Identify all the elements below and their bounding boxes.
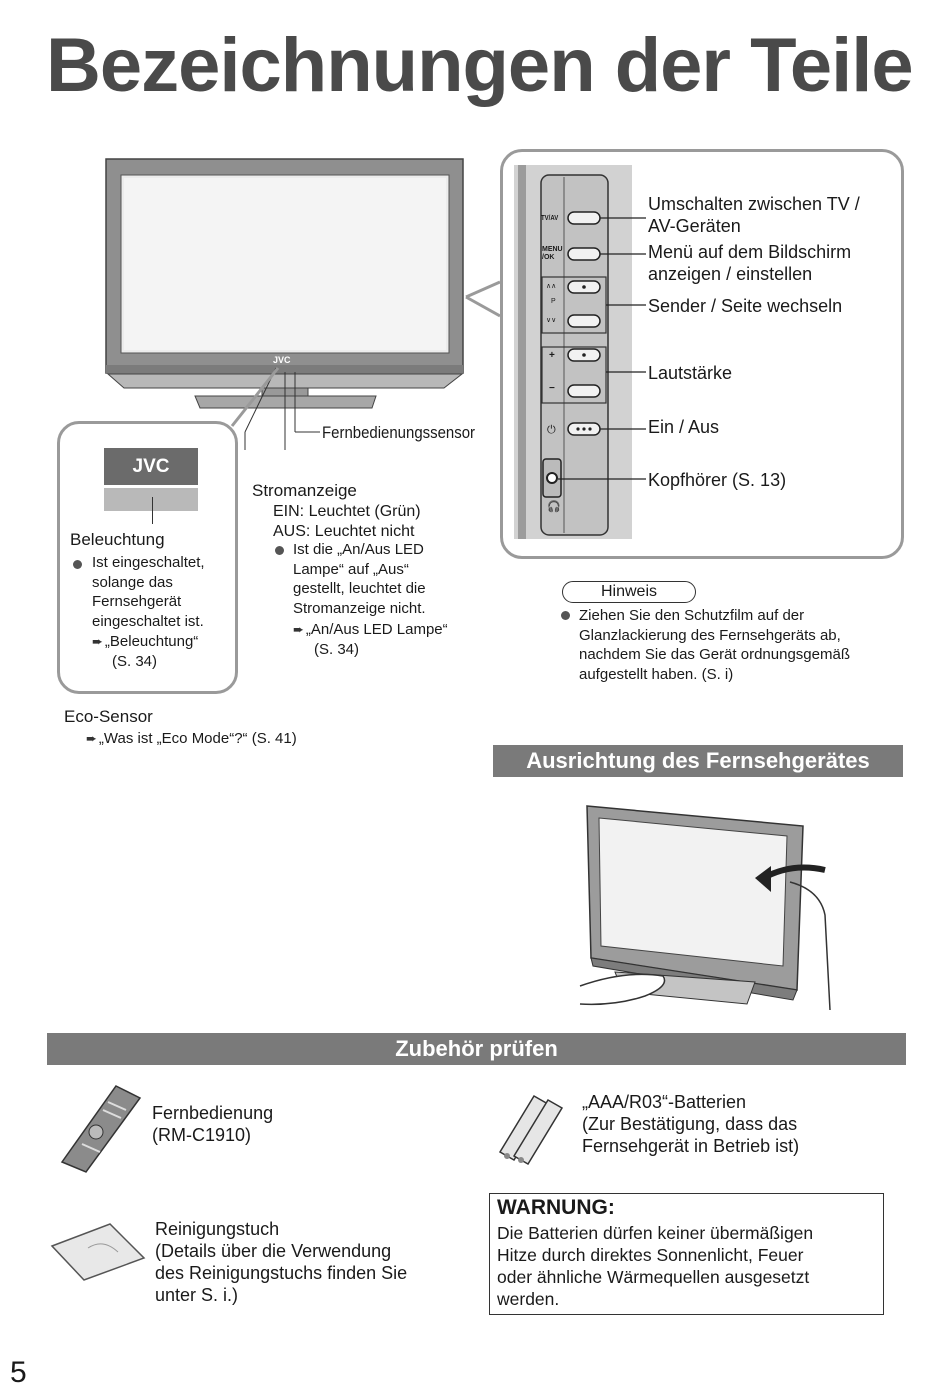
batteries-label-line: Fernsehgerät in Betrieb ist) [582, 1136, 800, 1156]
cloth-label-line: Reinigungstuch [155, 1219, 280, 1239]
power-indicator-ref: ➨„An/Aus LED Lampe“ (S. 34) [293, 620, 448, 659]
lighting-callout: JVC Beleuchtung Ist eingeschaltet, solan… [57, 421, 238, 694]
warning-line: werden. [497, 1289, 560, 1309]
p-up-label: ∧∧ [546, 283, 557, 290]
lighting-desc-line: Fernsehgerät [92, 593, 182, 610]
lighting-leader [152, 497, 153, 524]
bullet-icon [73, 560, 82, 569]
remote-sensor-label: Fernbedienungssensor [322, 423, 476, 442]
arrow-right-icon: ➨ [86, 731, 97, 746]
lighting-desc-line: Ist eingeschaltet, [92, 554, 205, 571]
lighting-ref: ➨„Beleuchtung“ (S. 34) [92, 632, 198, 671]
power-desc-line: Stromanzeige nicht. [293, 599, 426, 617]
batteries-label: „AAA/R03“-Batterien (Zur Bestätigung, da… [582, 1091, 799, 1157]
lighting-strip [104, 488, 198, 511]
cloth-label: Reinigungstuch (Details über die Verwend… [155, 1218, 407, 1306]
warning-text: Die Batterien dürfen keiner übermäßigen … [497, 1222, 876, 1310]
tvav-callout: Umschalten zwischen TV / AV-Geräten [648, 193, 860, 237]
vol-down-label: − [549, 383, 555, 394]
p-label: P [551, 298, 556, 305]
arrow-right-icon: ➨ [293, 622, 304, 637]
bullet-icon [561, 611, 570, 620]
warning-line: oder ähnliche Wärmequellen ausgesetzt [497, 1267, 810, 1287]
power-off-state: AUS: Leuchtet nicht [273, 523, 415, 540]
page-title: Bezeichnungen der Teile [46, 23, 914, 108]
headphone-callout: Kopfhörer (S. 13) [648, 470, 787, 490]
note-line: Glanzlackierung des Fernsehgeräts ab, [579, 626, 841, 644]
warning-title: WARNUNG: [497, 1196, 615, 1219]
remote-control-illustration [60, 1085, 142, 1173]
remote-label-line: Fernbedienung [152, 1103, 274, 1123]
arrow-right-icon: ➨ [92, 634, 103, 649]
warning-line: Hitze durch direktes Sonnenlicht, Feuer [497, 1245, 804, 1265]
lighting-ref-page: (S. 34) [112, 652, 158, 670]
lighting-ref-text: „Beleuchtung“ [104, 633, 199, 650]
accessories-section-title: Zubehör prüfen [47, 1033, 906, 1065]
batteries-label-line: (Zur Bestätigung, dass das [582, 1114, 798, 1134]
power-indicator-heading: Stromanzeige [252, 481, 357, 500]
eco-sensor-ref: ➨„Was ist „Eco Mode“?“ (S. 41) [86, 729, 297, 749]
warning-line: Die Batterien dürfen keiner übermäßigen [497, 1223, 814, 1243]
channel-callout: Sender / Seite wechseln [648, 296, 843, 316]
lighting-logo-text: JVC [132, 456, 170, 477]
p-down-label: ∨∨ [546, 317, 557, 324]
power-icon: ⏻ [547, 424, 556, 436]
tv-brand-logo: JVC [273, 355, 291, 365]
tvav-callout-line: AV-Geräten [648, 216, 741, 236]
remote-label: Fernbedienung (RM-C1910) [152, 1102, 273, 1146]
page-number: 5 [10, 1356, 27, 1389]
eco-sensor-ref-text: „Was ist „Eco Mode“?“ (S. 41) [98, 730, 297, 747]
menu-button-label: MENU /OK [542, 246, 563, 261]
cloth-label-line: (Details über die Verwendung [155, 1241, 392, 1261]
note-line: Ziehen Sie den Schutzfilm auf der [579, 607, 805, 624]
bullet-icon [275, 546, 284, 555]
eco-sensor-heading: Eco-Sensor [64, 707, 153, 726]
lighting-desc-line: solange das [92, 573, 173, 591]
volume-callout: Lautstärke [648, 363, 733, 383]
power-desc-line: Lampe“ auf „Aus“ [293, 560, 409, 578]
cloth-label-line: unter S. i.) [155, 1285, 239, 1305]
power-on-state: EIN: Leuchtet (Grün) [273, 503, 421, 520]
power-ref-text: „An/Aus LED Lampe“ [305, 621, 448, 638]
menu-callout: Menü auf dem Bildschirm anzeigen / einst… [648, 241, 851, 285]
headphone-icon: 🎧 [547, 501, 561, 513]
warning-box: WARNUNG: Die Batterien dürfen keiner übe… [489, 1193, 884, 1315]
orientation-section-title: Ausrichtung des Fernsehgerätes [493, 745, 903, 777]
lighting-desc: Ist eingeschaltet, solange das Fernsehge… [92, 553, 232, 631]
tvav-callout-line: Umschalten zwischen TV / [648, 194, 860, 214]
cleaning-cloth-illustration [50, 1223, 146, 1281]
power-callout: Ein / Aus [648, 417, 720, 437]
tv-orientation-illustration [579, 805, 831, 1011]
note-label: Hinweis [562, 581, 696, 603]
vol-up-label: + [549, 350, 555, 361]
menu-callout-line: Menü auf dem Bildschirm [648, 242, 852, 262]
lighting-logo-plate: JVC [104, 448, 198, 485]
lighting-desc-line: eingeschaltet ist. [92, 612, 204, 630]
remote-label-line: (RM-C1910) [152, 1125, 252, 1145]
batteries-illustration [498, 1094, 564, 1166]
tv-front-illustration [105, 158, 500, 450]
power-desc-line: gestellt, leuchtet die [293, 580, 426, 597]
cloth-label-line: des Reinigungstuchs finden Sie [155, 1263, 408, 1283]
note-text: Ziehen Sie den Schutzfilm auf der Glanzl… [579, 606, 850, 684]
power-desc-line: Ist die „An/Aus LED [293, 541, 424, 558]
note-line: nachdem Sie das Gerät ordnungsgemäß [579, 646, 850, 663]
menu-callout-line: anzeigen / einstellen [648, 264, 813, 284]
tvav-button-label: TV/AV [541, 213, 559, 222]
note-line: aufgestellt haben. (S. i) [579, 665, 734, 683]
power-ref-page: (S. 34) [314, 640, 360, 658]
batteries-label-line: „AAA/R03“-Batterien [582, 1092, 747, 1112]
power-indicator-desc: Ist die „An/Aus LED Lampe“ auf „Aus“ ges… [293, 540, 426, 618]
side-panel-illustration [514, 165, 646, 539]
lighting-heading: Beleuchtung [70, 530, 165, 549]
